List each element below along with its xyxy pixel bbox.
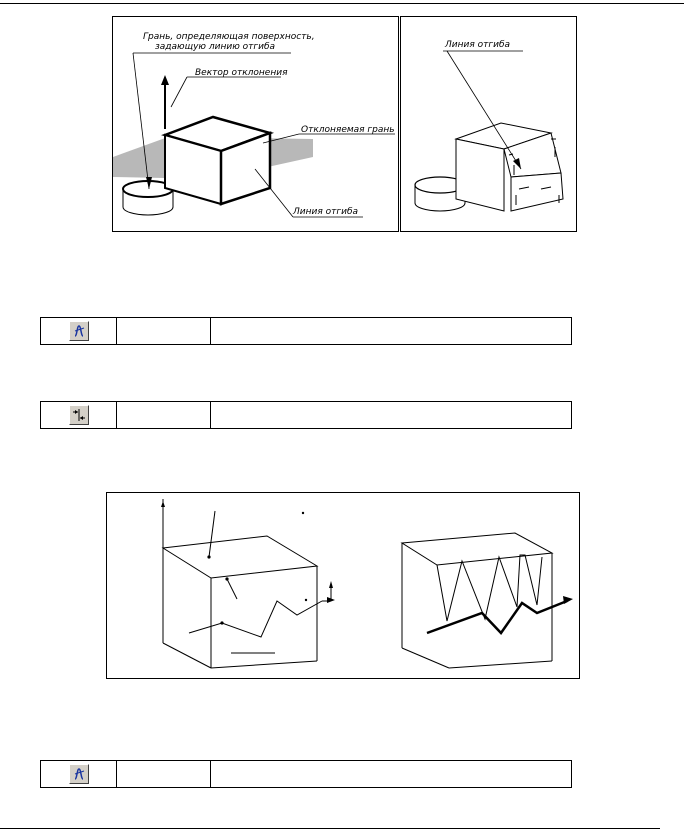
icon-cell <box>41 318 117 344</box>
caption-bend-line: Линия отгиба <box>292 207 358 217</box>
command-description-cell <box>211 402 571 428</box>
top-rule <box>0 3 684 4</box>
command-name-cell <box>117 761 211 787</box>
caption-deflected-face: Отклоняемая грань <box>301 125 395 135</box>
bend-curve-icon[interactable] <box>68 321 89 341</box>
icon-cell <box>41 402 117 428</box>
icon-cell <box>41 761 117 787</box>
figure-multi-bend <box>106 492 580 679</box>
figure-deflection-diagram: Грань, определяющая поверхность, задающу… <box>112 16 399 232</box>
command-table-2 <box>40 401 572 429</box>
command-name-cell <box>117 318 211 344</box>
caption-deflection-vector: Вектор отклонения <box>195 68 288 78</box>
caption-bend-line-2: Линия отгиба <box>444 40 510 50</box>
figure-bent-box: Линия отгиба <box>400 16 577 232</box>
command-name-cell <box>117 402 211 428</box>
command-description-cell <box>211 761 571 787</box>
split-arrows-icon[interactable] <box>68 405 89 425</box>
command-table-1 <box>40 317 572 345</box>
caption-face-defining-line1: Грань, определяющая поверхность, <box>143 32 315 42</box>
caption-face-defining-line2: задающую линию отгиба <box>155 42 275 52</box>
bottom-rule <box>0 828 660 829</box>
command-table-3 <box>40 760 572 788</box>
bend-curve-icon[interactable] <box>68 764 89 784</box>
command-description-cell <box>211 318 571 344</box>
